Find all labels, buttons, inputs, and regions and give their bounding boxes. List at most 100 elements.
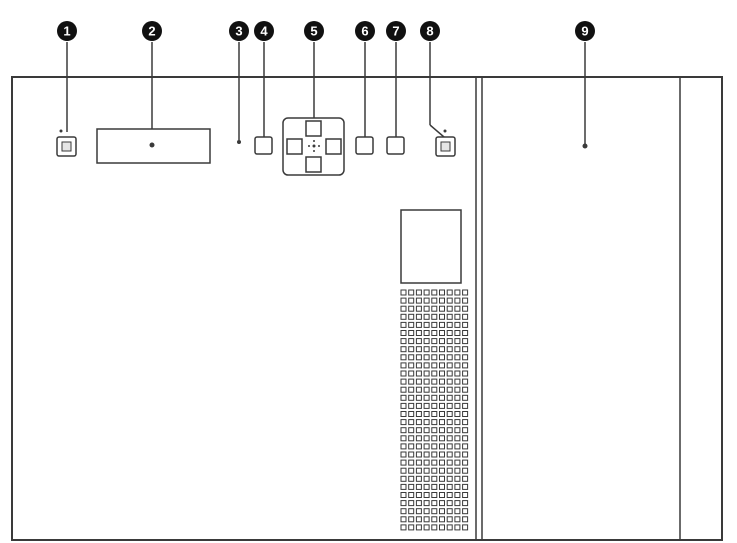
- vent-slot: [400, 475, 407, 482]
- vent-slot: [408, 483, 415, 490]
- vent-slot: [415, 305, 422, 312]
- vent-slot: [415, 378, 422, 385]
- vent-slot: [454, 451, 461, 458]
- vent-slot: [439, 297, 445, 304]
- callout-8-label: 8: [426, 24, 433, 39]
- vent-slot: [408, 435, 415, 442]
- vent-slot: [431, 289, 438, 296]
- callout-7-label: 7: [392, 24, 399, 39]
- vent-slot: [415, 451, 422, 458]
- vent-slot: [423, 313, 430, 320]
- vent-slot: [439, 459, 445, 466]
- vent-slot: [439, 354, 445, 361]
- standby-button-icon: [435, 129, 456, 157]
- vent-slot: [454, 427, 461, 434]
- vent-slot: [400, 451, 407, 458]
- vent-slot: [400, 467, 407, 474]
- vent-slot: [462, 289, 469, 296]
- vent-slot: [454, 483, 461, 490]
- vent-slot: [423, 427, 430, 434]
- vent-slot: [462, 330, 469, 336]
- vent-slot: [446, 475, 453, 482]
- vent-slot: [408, 313, 415, 320]
- vent-slot: [439, 394, 445, 401]
- panel-dividers: [475, 77, 681, 540]
- vent-slot: [431, 492, 438, 498]
- vent-slot: [415, 524, 422, 531]
- display-panel-icon: [96, 128, 211, 164]
- vent-slot: [454, 321, 461, 328]
- vent-slot: [446, 330, 453, 336]
- vent-slot: [454, 362, 461, 369]
- vent-slot: [446, 362, 453, 369]
- vent-slot: [408, 516, 415, 523]
- vent-slot: [431, 475, 438, 482]
- vent-slot: [400, 386, 407, 393]
- vent-slot: [462, 500, 469, 507]
- vent-slot: [423, 467, 430, 474]
- vent-slot: [423, 508, 430, 515]
- vent-slot: [415, 483, 422, 490]
- vent-slot: [415, 362, 422, 369]
- vent-slot: [439, 386, 445, 393]
- vent-slot: [446, 338, 453, 345]
- vent-slot: [446, 508, 453, 515]
- vent-slot: [408, 451, 415, 458]
- vent-slot: [423, 459, 430, 466]
- vent-slot: [439, 411, 445, 417]
- vent-slot: [408, 305, 415, 312]
- vent-slot: [423, 402, 430, 409]
- vent-slot: [431, 508, 438, 515]
- leader-tails: [66, 77, 586, 145]
- vent-slot: [462, 467, 469, 474]
- vent-slot: [423, 443, 430, 450]
- vent-slot: [400, 508, 407, 515]
- vent-slot: [400, 427, 407, 434]
- vent-slot: [423, 492, 430, 498]
- vent-slot: [446, 313, 453, 320]
- vent-slot: [400, 402, 407, 409]
- vent-slot: [431, 402, 438, 409]
- vent-slot: [439, 508, 445, 515]
- back-button-icon: [386, 136, 405, 155]
- vent-slot: [415, 370, 422, 377]
- callout-7: 7: [386, 21, 406, 41]
- vent-slot: [423, 321, 430, 328]
- vent-slot: [454, 402, 461, 409]
- vent-slot: [446, 443, 453, 450]
- vent-slot: [454, 443, 461, 450]
- callout-3: 3: [229, 21, 249, 41]
- directional-pad-icon: [282, 117, 345, 176]
- vent-slot: [400, 297, 407, 304]
- vent-slot: [431, 321, 438, 328]
- vent-slot: [462, 427, 469, 434]
- vent-slot: [423, 338, 430, 345]
- vent-slot: [446, 289, 453, 296]
- vent-slot: [415, 459, 422, 466]
- vent-slot: [439, 427, 445, 434]
- vent-slot: [431, 394, 438, 401]
- vent-slot: [462, 346, 469, 353]
- vent-slot: [446, 483, 453, 490]
- vent-slot: [408, 394, 415, 401]
- vent-slot: [431, 483, 438, 490]
- vent-slot: [439, 378, 445, 385]
- vent-slot: [446, 467, 453, 474]
- vent-slot: [446, 411, 453, 417]
- callout-5-label: 5: [310, 24, 317, 39]
- vent-slot: [446, 492, 453, 498]
- vent-slot: [454, 475, 461, 482]
- vent-slot: [431, 467, 438, 474]
- vent-slot: [423, 362, 430, 369]
- vent-slot: [439, 500, 445, 507]
- vent-slot: [439, 321, 445, 328]
- callout-9: 9: [575, 21, 595, 41]
- vent-slot: [462, 435, 469, 442]
- vent-slot: [423, 370, 430, 377]
- vent-slot: [431, 297, 438, 304]
- callout-9-label: 9: [581, 24, 588, 39]
- vent-slot: [446, 419, 453, 426]
- vent-slot: [439, 402, 445, 409]
- callout-1: 1: [57, 21, 77, 41]
